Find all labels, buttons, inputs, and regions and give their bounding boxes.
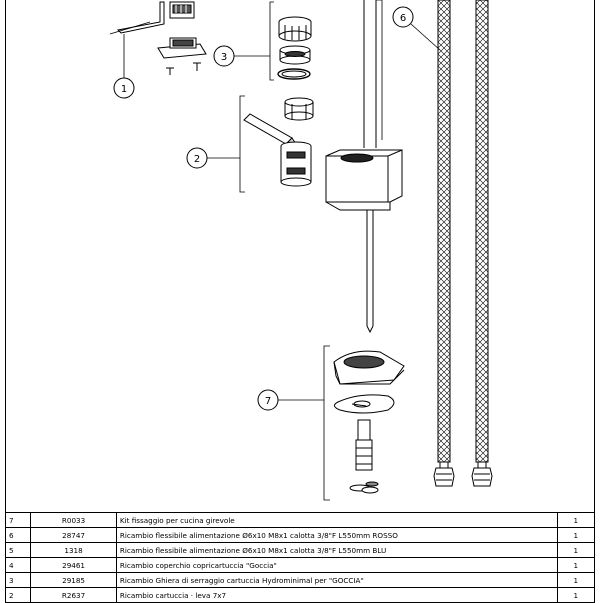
part-code: 1318 (30, 542, 117, 558)
threaded-sleeve-icon (355, 419, 373, 471)
part-index: 3 (4, 572, 32, 588)
part-7-fixing-kit (278, 345, 405, 501)
part-quantity: 1 (556, 557, 596, 573)
part-code: 28747 (30, 527, 117, 543)
callout-6-label: 6 (400, 13, 406, 24)
callout-3-label: 3 (221, 52, 227, 63)
horseshoe-washer-icon (334, 394, 395, 414)
part-code: 29185 (30, 572, 117, 588)
part-quantity: 1 (556, 542, 596, 558)
callout-2-bracket (239, 95, 245, 193)
part-code: R2637 (30, 587, 117, 603)
callout-3: 3 (213, 45, 235, 67)
table-row: 2 R2637 Ricambio cartuccia · leva 7x7 1 (4, 587, 596, 603)
part-index: 4 (4, 557, 32, 573)
threaded-stud-icon (366, 210, 374, 334)
cartridge-body-icon (280, 141, 312, 187)
o-ring-icon (277, 68, 311, 80)
part-index: 2 (4, 587, 32, 603)
table-row: 6 28747 Ricambio flessibile alimentazion… (4, 527, 596, 543)
nut-washer-icon (349, 481, 379, 494)
frame-left-border (5, 0, 6, 600)
ring-nut-icon (278, 16, 312, 42)
base-flange-icon (333, 350, 405, 385)
callout-6-leader (410, 23, 441, 51)
callout-1-leader (109, 21, 151, 78)
exploded-view-drawing: 1 3 (109, 0, 493, 501)
part-index: 5 (4, 542, 32, 558)
part-description: Kit fissaggio per cucina girevole (115, 512, 558, 528)
callout-7-bracket (323, 345, 330, 501)
callout-1: 1 (113, 77, 135, 99)
part-quantity: 1 (556, 527, 596, 543)
spout-icon (363, 0, 383, 148)
faucet-body (325, 0, 403, 334)
table-row: 5 1318 Ricambio flessibile alimentazione… (4, 542, 596, 558)
fixing-screws-icon (166, 62, 201, 75)
part-code: 29461 (30, 557, 117, 573)
bracket-clip-icon (169, 1, 195, 19)
table-row: 7 R0033 Kit fissaggio per cucina girevol… (4, 512, 596, 528)
cartridge-cap-icon (284, 97, 314, 121)
thread-sleeve-icon (279, 45, 311, 65)
part-quantity: 1 (556, 587, 596, 603)
part-code: R0033 (30, 512, 117, 528)
callout-3-bracket (269, 1, 274, 81)
part-6-flexible-hoses (410, 0, 493, 487)
part-quantity: 1 (556, 512, 596, 528)
frame-right-border (594, 0, 595, 600)
hex-key-icon (116, 1, 165, 34)
part-index: 6 (4, 527, 32, 543)
mounting-plate-icon (157, 37, 207, 59)
callout-2-label: 2 (194, 154, 200, 165)
callout-1-label: 1 (121, 84, 127, 95)
part-description: Ricambio flessibile alimentazione Ø6x10 … (115, 542, 558, 558)
table-row: 4 29461 Ricambio coperchio copricartucci… (4, 557, 596, 573)
part-2-cartridge (207, 95, 314, 193)
callout-7-label: 7 (265, 396, 271, 407)
part-quantity: 1 (556, 572, 596, 588)
hose-left-icon (433, 0, 455, 487)
hose-right-icon (471, 0, 493, 487)
parts-list-table: 7 R0033 Kit fissaggio per cucina girevol… (4, 512, 596, 603)
callout-2: 2 (186, 147, 208, 169)
part-1-fixing-kit (109, 1, 207, 78)
part-description: Ricambio flessibile alimentazione Ø6x10 … (115, 527, 558, 543)
part-3-ring-nut (234, 1, 312, 81)
table-row: 3 29185 Ricambio Ghiera di serraggio car… (4, 572, 596, 588)
part-description: Ricambio cartuccia · leva 7x7 (115, 587, 558, 603)
part-index: 7 (4, 512, 32, 528)
callout-6: 6 (392, 6, 414, 28)
part-description: Ricambio coperchio copricartuccia "Gocci… (115, 557, 558, 573)
body-block-icon (325, 149, 403, 211)
part-description: Ricambio Ghiera di serraggio cartuccia H… (115, 572, 558, 588)
callout-7: 7 (257, 389, 279, 411)
